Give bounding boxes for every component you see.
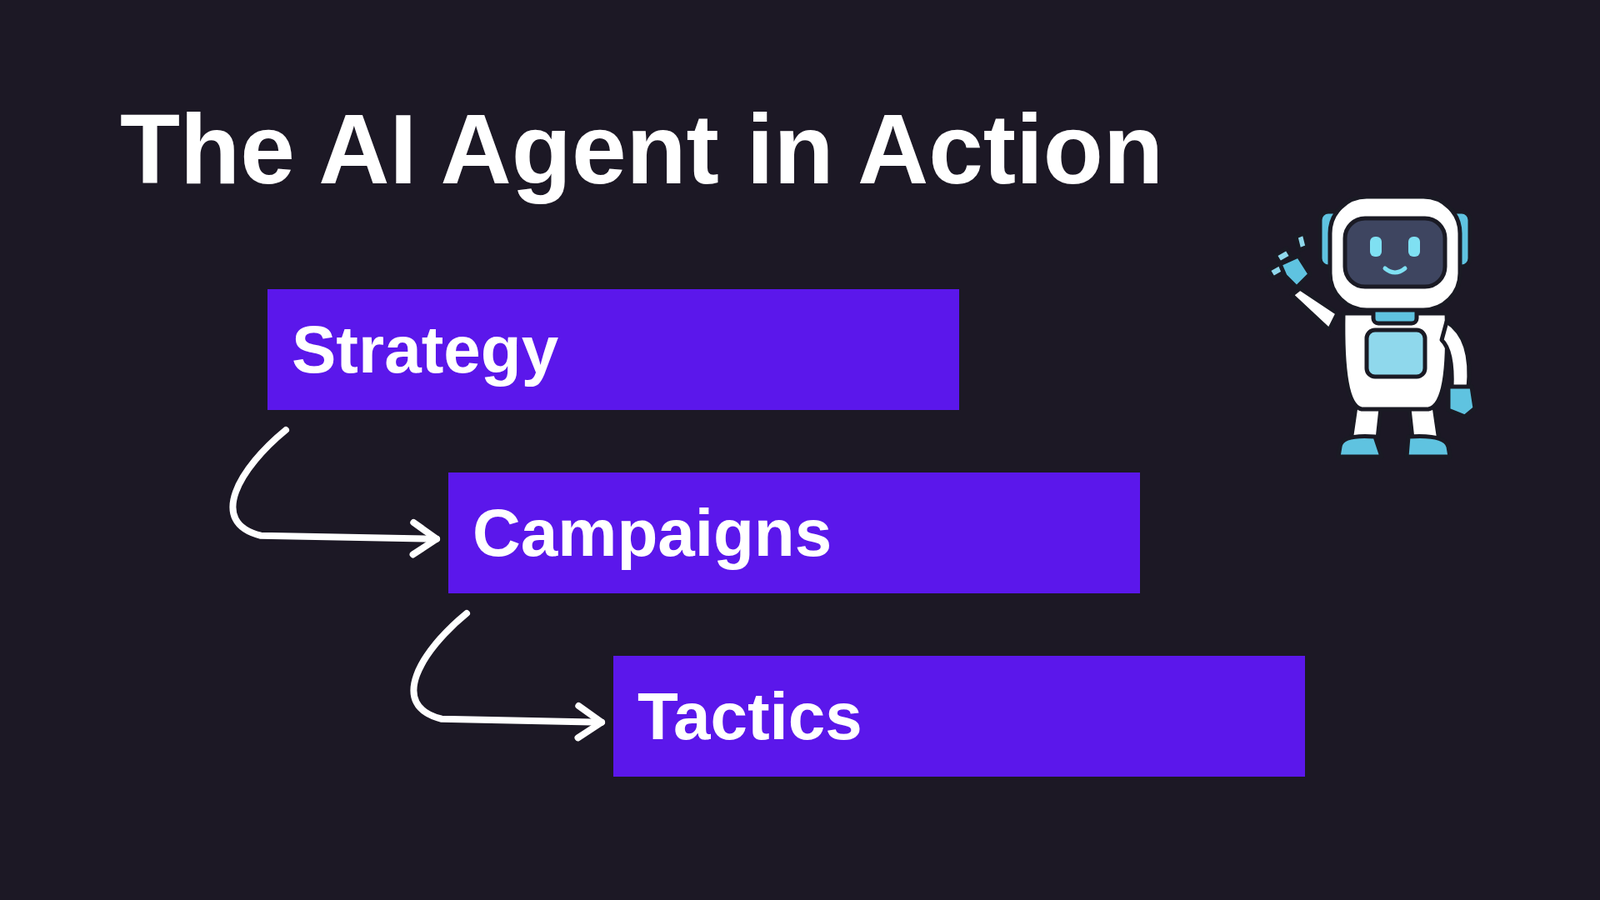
process-box: Campaigns <box>448 472 1140 594</box>
box-label: Campaigns <box>472 496 832 570</box>
process-box: Tactics <box>613 655 1305 777</box>
box-label: Tactics <box>637 680 863 754</box>
curved-arrow <box>232 430 437 555</box>
robot-illustration <box>1250 196 1534 472</box>
box-label: Strategy <box>291 313 559 387</box>
diagram-title: The AI Agent in Action <box>120 93 1164 207</box>
process-box: Strategy <box>267 289 960 410</box>
curved-arrow <box>413 613 602 738</box>
